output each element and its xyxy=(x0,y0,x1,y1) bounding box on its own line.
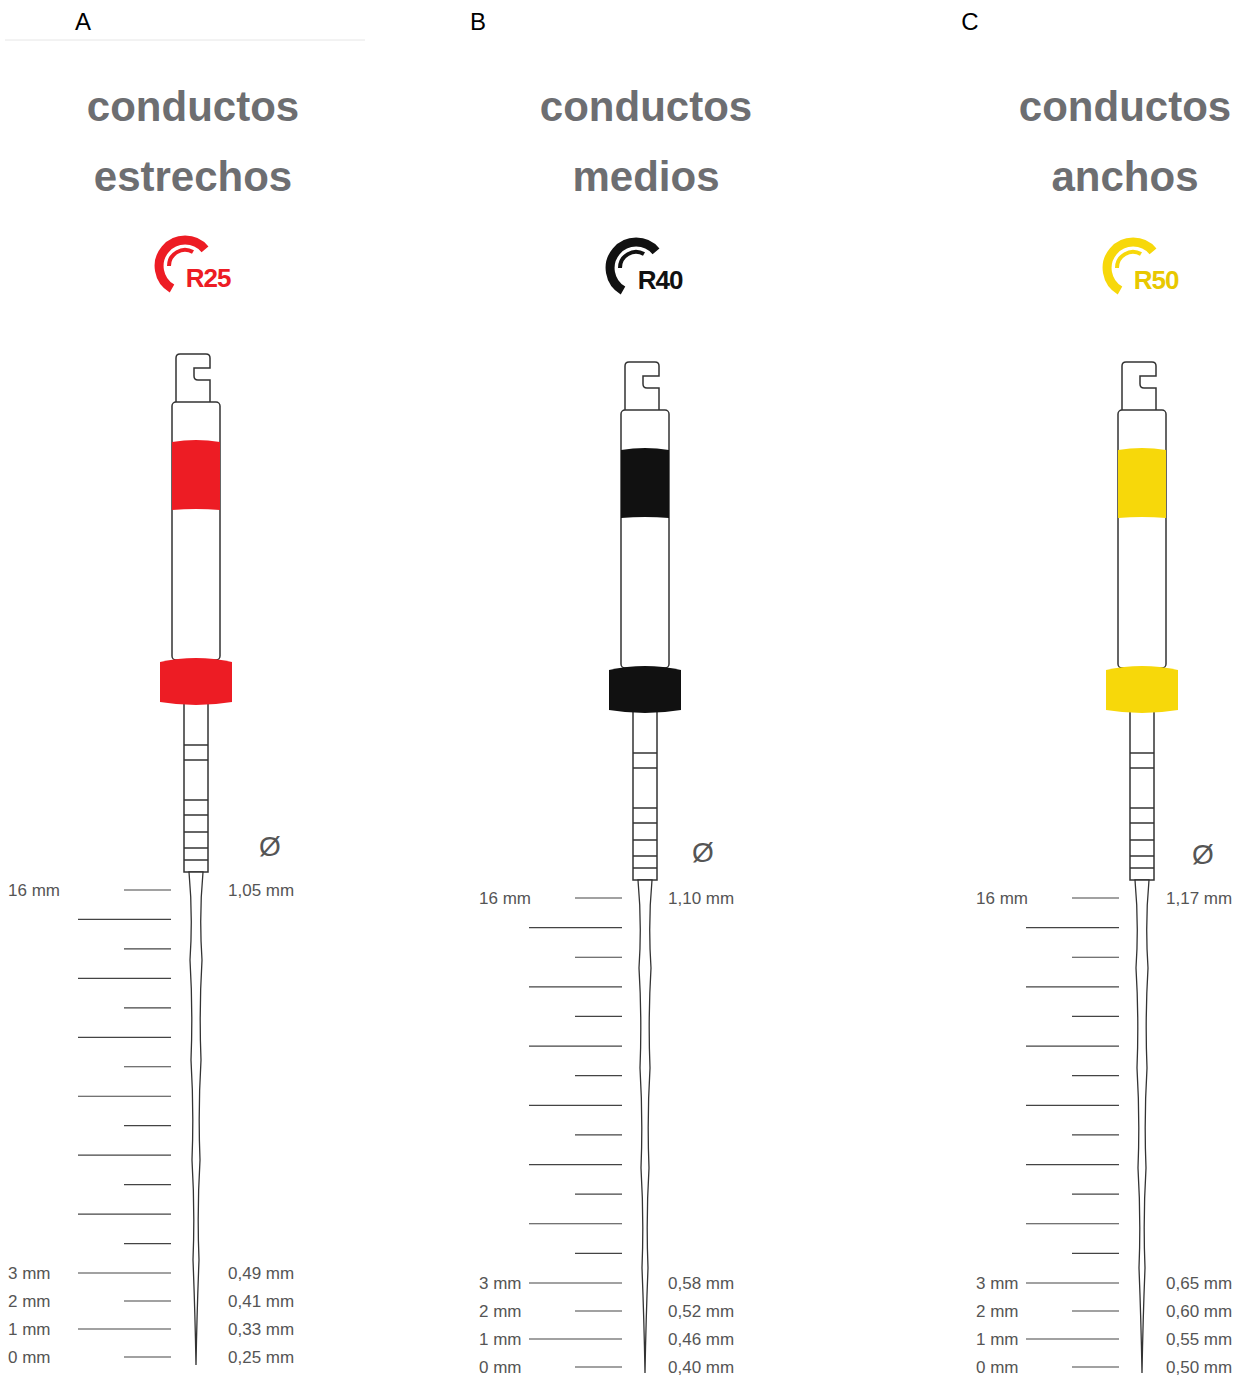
panel-title: conductos anchos xyxy=(1010,72,1240,212)
diameter-value: 0,52 mm xyxy=(668,1303,734,1320)
panel-letter: A xyxy=(75,10,91,34)
length-mark: 3 mm xyxy=(479,1275,522,1292)
length-mark: 0 mm xyxy=(479,1359,522,1376)
panel-title: conductos estrechos xyxy=(78,72,308,212)
endo-file xyxy=(160,354,232,1365)
diameter-value: 0,33 mm xyxy=(228,1321,294,1338)
diameter-value: 0,46 mm xyxy=(668,1331,734,1348)
scale-ticks xyxy=(78,890,1119,1367)
logo-text: R50 xyxy=(1134,267,1179,293)
length-mark: 1 mm xyxy=(8,1321,51,1338)
length-mark: 16 mm xyxy=(8,882,60,899)
length-mark: 0 mm xyxy=(976,1359,1019,1376)
diameter-symbol: Ø xyxy=(1192,841,1214,869)
diameter-value: 0,40 mm xyxy=(668,1359,734,1376)
panel-title: conductos medios xyxy=(531,72,761,212)
length-mark: 16 mm xyxy=(976,890,1028,907)
diameter-value: 0,60 mm xyxy=(1166,1303,1232,1320)
diameter-value: 0,55 mm xyxy=(1166,1331,1232,1348)
diameter-value: 0,41 mm xyxy=(228,1293,294,1310)
length-mark: 2 mm xyxy=(8,1293,51,1310)
length-mark: 3 mm xyxy=(8,1265,51,1282)
diameter-value: 1,05 mm xyxy=(228,882,294,899)
diameter-value: 0,58 mm xyxy=(668,1275,734,1292)
diameter-value: 0,65 mm xyxy=(1166,1275,1232,1292)
length-mark: 2 mm xyxy=(976,1303,1019,1320)
logo-text: R25 xyxy=(186,265,231,291)
length-mark: 16 mm xyxy=(479,890,531,907)
length-mark: 1 mm xyxy=(976,1331,1019,1348)
panel-letter: C xyxy=(961,10,978,34)
panel-letter: B xyxy=(470,10,486,34)
length-mark: 0 mm xyxy=(8,1349,51,1366)
header-rule xyxy=(5,40,365,41)
diameter-symbol: Ø xyxy=(259,833,281,861)
length-mark: 2 mm xyxy=(479,1303,522,1320)
endo-file xyxy=(609,362,681,1373)
diameter-value: 0,50 mm xyxy=(1166,1359,1232,1376)
diameter-value: 0,25 mm xyxy=(228,1349,294,1366)
length-mark: 3 mm xyxy=(976,1275,1019,1292)
diameter-value: 0,49 mm xyxy=(228,1265,294,1282)
logo-text: R40 xyxy=(638,267,683,293)
length-mark: 1 mm xyxy=(479,1331,522,1348)
endo-file xyxy=(1106,362,1178,1373)
diameter-symbol: Ø xyxy=(692,839,714,867)
diameter-value: 1,10 mm xyxy=(668,890,734,907)
diameter-value: 1,17 mm xyxy=(1166,890,1232,907)
